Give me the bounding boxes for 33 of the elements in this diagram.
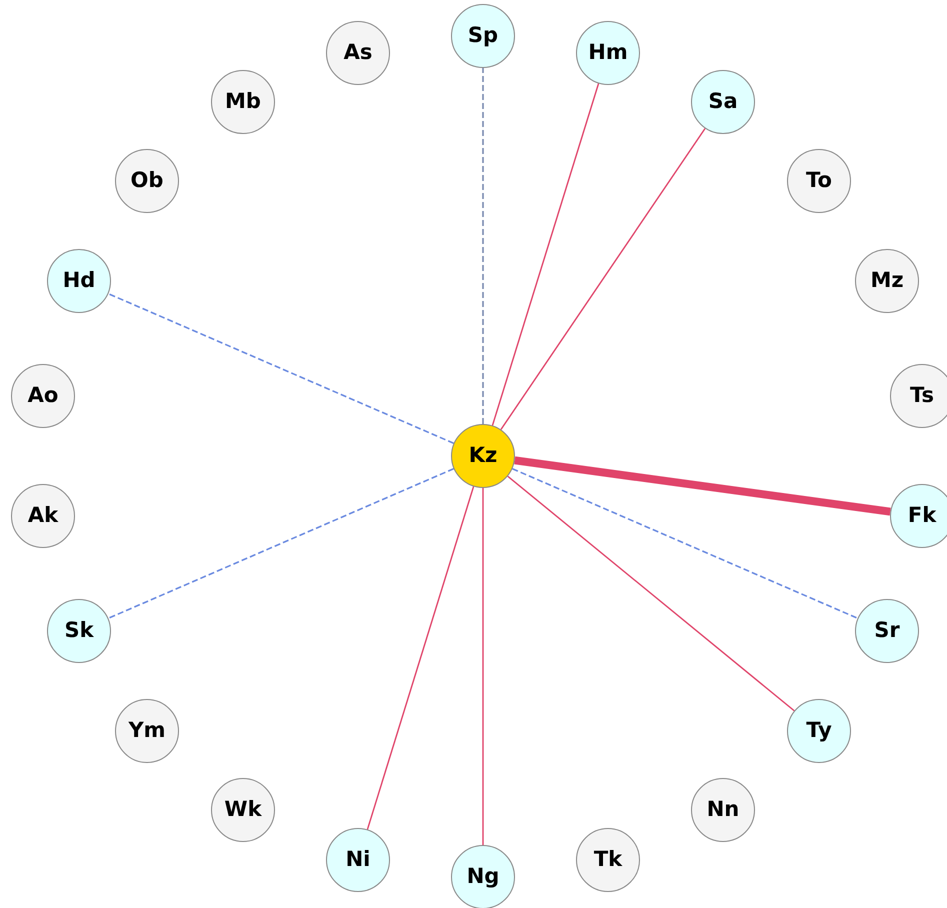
connector-line <box>366 486 474 830</box>
node-label: Ng <box>466 863 500 890</box>
node-label: Fk <box>908 502 936 530</box>
connector-line <box>507 476 795 712</box>
connector-line <box>492 83 600 426</box>
node-label: As <box>344 39 372 66</box>
node-label: Ak <box>28 502 58 530</box>
node-label: Sk <box>64 617 94 644</box>
node-label: Sr <box>874 617 900 644</box>
node-label: Tk <box>594 846 622 874</box>
dashed-connector <box>482 68 484 424</box>
node-label: Ym <box>128 717 166 744</box>
connector-line <box>500 128 706 430</box>
dashed-connector <box>108 468 454 620</box>
node-label: To <box>806 167 832 194</box>
node-label: Ty <box>806 717 832 744</box>
node-label: Sp <box>468 22 498 50</box>
node-label: Kz <box>468 442 498 470</box>
node-label: Mz <box>870 267 904 294</box>
node-label: Ao <box>28 382 58 410</box>
node-label: Ts <box>910 382 934 410</box>
connector-line <box>514 456 891 516</box>
node-label: Sa <box>708 88 738 116</box>
node-label: Hd <box>62 267 96 294</box>
node-label: Ni <box>346 846 370 874</box>
node-label: Nn <box>706 796 740 824</box>
connector-line <box>482 488 484 845</box>
node-label: Wk <box>224 796 262 824</box>
node-label: Ob <box>130 167 164 194</box>
dashed-connector <box>512 468 858 620</box>
node-label: Hm <box>588 39 628 66</box>
dashed-connector <box>108 292 454 444</box>
node-label: Mb <box>225 88 261 116</box>
